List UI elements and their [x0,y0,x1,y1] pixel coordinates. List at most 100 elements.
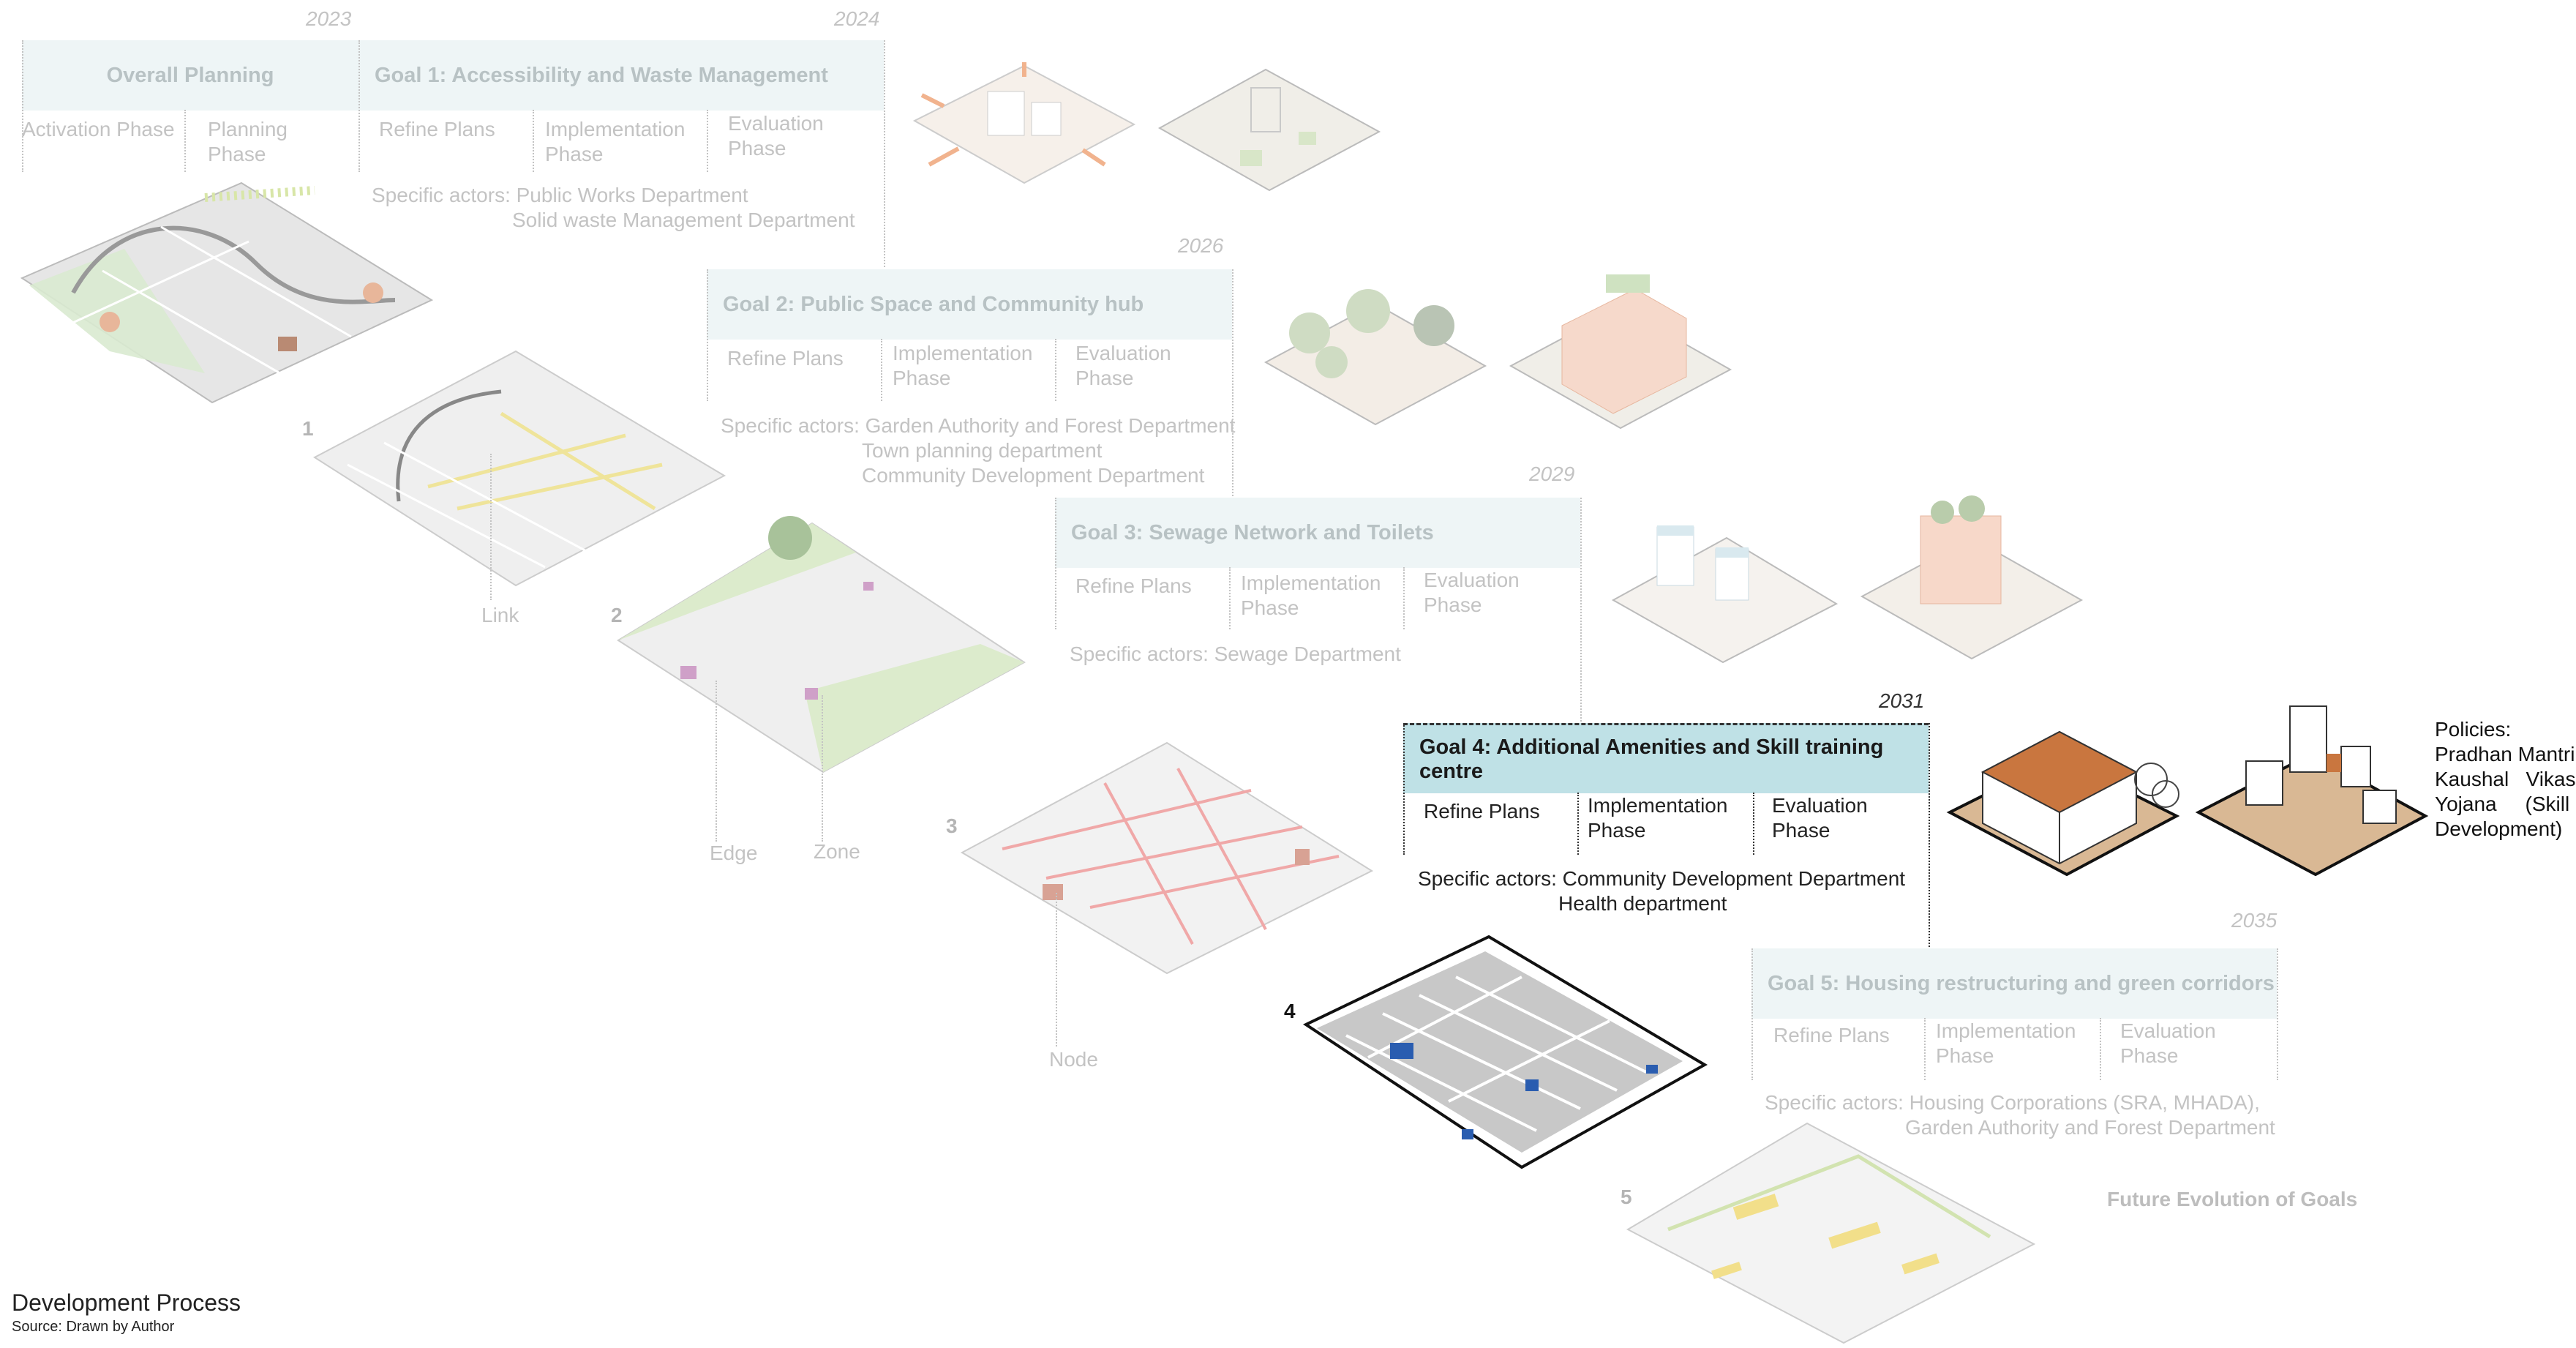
phase-refine: Refine Plans [1424,800,1540,823]
goal-2-actors-line1: Specific actors: Garden Authority and Fo… [721,414,1236,437]
goal-4-bar: Goal 4: Additional Amenities and Skill t… [1403,723,1929,793]
phase-refine: Refine Plans [727,347,844,370]
goal-4-vignette-amenities [2195,705,2429,877]
map-2-number: 2 [611,604,623,626]
divider [1403,567,1405,629]
divider [822,695,823,842]
goal-3-title: Goal 3: Sewage Network and Toilets [1071,520,1434,544]
phase-planning: Planning Phase [208,118,288,165]
map-3-node [960,741,1374,975]
divider [1929,723,1930,950]
overall-planning-bar: Overall Planning [22,40,358,111]
divider [1753,793,1754,855]
caption-source: Source: Drawn by Author [12,1319,175,1335]
goal-2-title: Goal 2: Public Space and Community hub [723,292,1144,316]
goal-2-actors-line3: Community Development Department [862,464,1205,487]
goal-2-vignette-hub [1509,274,1732,430]
map-5-housing [1626,1122,2036,1344]
divider [1751,948,1753,1080]
policies-line: Development) [2435,817,2563,840]
policies-line: Policies: [2435,718,2512,741]
divider [884,40,885,267]
map-1-number: 1 [302,417,314,440]
year-2035: 2035 [2231,909,2278,932]
phase-evaluation: Evaluation Phase [2120,1019,2216,1067]
goal-2-bar: Goal 2: Public Space and Community hub [707,269,1232,340]
caption-title: Development Process [12,1289,241,1316]
divider [707,269,708,401]
goal-1-bar: Goal 1: Accessibility and Waste Manageme… [358,40,884,111]
goal-4-vignette-training-centre [1946,730,2180,877]
phase-implementation: Implementation Phase [1241,572,1381,619]
overall-planning-title: Overall Planning [106,63,274,87]
divider [2100,1018,2101,1080]
year-2031: 2031 [1879,689,1925,712]
overall-map [20,181,434,404]
map-5-number: 5 [1621,1186,1632,1208]
phase-evaluation: Evaluation Phase [728,112,824,160]
label-zone: Zone [814,840,860,863]
year-2024: 2024 [834,7,880,30]
divider [1924,1018,1926,1080]
goal-1-vignette-waste [1157,68,1381,192]
goal-3-bar: Goal 3: Sewage Network and Toilets [1055,498,1580,568]
year-2023: 2023 [306,7,352,30]
policies-line: Yojana (Skill [2435,793,2570,815]
goal-3-vignette-toilets [1860,495,2084,660]
goal-1-actors-line2: Solid waste Management Department [512,209,855,231]
divider [533,110,534,172]
divider [716,681,717,842]
year-2026: 2026 [1178,234,1224,257]
divider [1055,339,1056,401]
phase-implementation: Implementation Phase [1588,794,1728,842]
divider [1403,723,1405,855]
divider [1577,793,1579,855]
divider [881,339,882,401]
phase-evaluation: Evaluation Phase [1075,342,1171,389]
label-link: Link [481,604,519,626]
phase-implementation: Implementation Phase [1936,1019,2076,1067]
phase-refine: Refine Plans [1075,574,1192,597]
goal-1-title: Goal 1: Accessibility and Waste Manageme… [375,63,828,87]
phase-refine: Refine Plans [379,118,495,141]
map-4-amenities [1302,935,1708,1169]
goal-2-vignette-park [1263,289,1487,426]
goal-5-bar: Goal 5: Housing restructuring and green … [1751,948,2277,1019]
divider [358,40,360,172]
policies-line: Kaushal Vikas [2435,768,2576,790]
divider [22,40,23,172]
phase-refine: Refine Plans [1773,1024,1890,1046]
goal-5-actors-line2: Garden Authority and Forest Department [1905,1116,2275,1139]
divider [184,110,186,172]
map-2-edge-zone [617,516,1026,774]
label-node: Node [1049,1048,1098,1071]
divider [707,110,708,172]
policies-note: Policies: Pradhan Mantri Kaushal Vikas Y… [2435,717,2576,842]
goal-3-vignette-sewage [1611,525,1839,664]
phase-implementation: Implementation Phase [893,342,1033,389]
divider [490,454,492,600]
label-edge: Edge [710,842,758,864]
divider [1055,498,1056,629]
goal-5-title: Goal 5: Housing restructuring and green … [1768,971,2275,995]
goal-4-title: Goal 4: Additional Amenities and Skill t… [1419,735,1884,783]
phase-evaluation: Evaluation Phase [1424,569,1520,616]
goal-1-vignette-streets [912,62,1136,184]
phase-activation: Activation Phase [22,118,175,141]
divider [1056,893,1057,1046]
divider [1580,498,1582,724]
goal-2-actors-line2: Town planning department [862,439,1103,462]
divider [1232,269,1233,496]
map-4-number: 4 [1284,1000,1296,1022]
phase-evaluation: Evaluation Phase [1772,794,1868,842]
divider [2277,948,2278,1080]
future-evolution-label: Future Evolution of Goals [2107,1188,2358,1210]
goal-4-actors-line2: Health department [1558,892,1727,915]
divider [1229,567,1231,629]
policies-line: Pradhan Mantri [2435,743,2575,765]
goal-1-actors-line1: Specific actors: Public Works Department [372,184,748,206]
goal-5-actors-line1: Specific actors: Housing Corporations (S… [1765,1091,2260,1114]
map-3-number: 3 [946,815,958,837]
year-2029: 2029 [1529,463,1575,485]
goal-3-actors: Specific actors: Sewage Department [1070,643,1401,665]
